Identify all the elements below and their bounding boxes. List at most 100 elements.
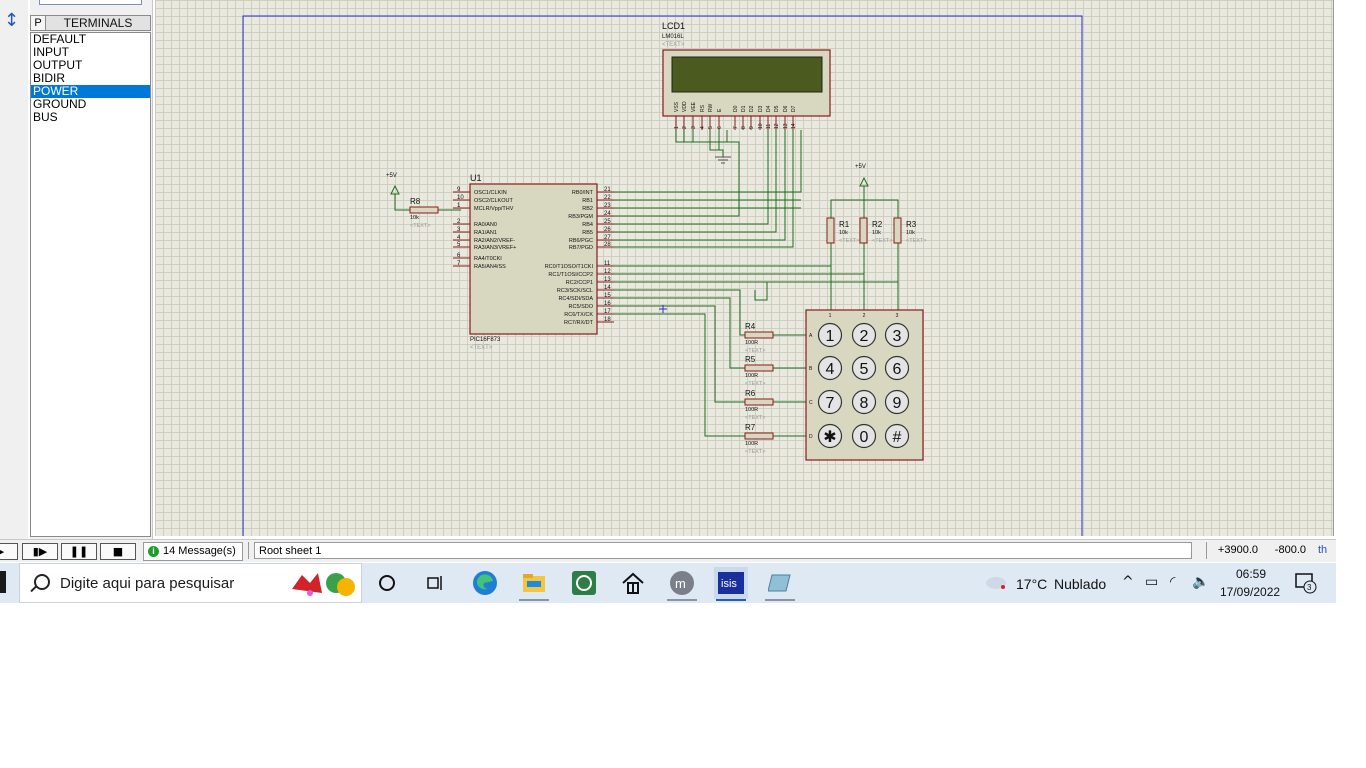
mcu-pin-number: 7 <box>457 261 461 267</box>
keypad-key[interactable]: 5 <box>851 355 877 381</box>
weather-description[interactable]: Nublado <box>1054 576 1107 592</box>
mcu-pin-number: 18 <box>604 317 611 323</box>
keypad-key[interactable]: # <box>884 423 910 449</box>
svg-text:✱: ✱ <box>823 429 836 446</box>
lcd-pin-number: 3 <box>691 126 697 129</box>
terminal-item-power[interactable]: POWER <box>31 85 150 98</box>
volume-icon[interactable]: 🔈 <box>1192 574 1210 590</box>
mcu-pin-name: RB5 <box>582 230 593 236</box>
svg-text:R3: R3 <box>906 220 917 229</box>
lcd-component[interactable]: LCD1 LM016L <TEXT> VSS1VDD2VEE3RS4RW5E6D… <box>662 21 831 130</box>
status-bar: ▶ ▮▶ ❚❚ ■ i14 Message(s) Root sheet 1 +3… <box>0 539 1336 562</box>
power-terminal-1[interactable]: +5V <box>386 173 400 195</box>
wifi-icon[interactable]: ◜ <box>1170 574 1176 590</box>
terminals-list[interactable]: DEFAULT INPUT OUTPUT BIDIR POWER GROUND … <box>30 32 151 537</box>
left-toolbar: ↕ <box>0 0 28 540</box>
lcd-pin-name: D0 <box>733 105 739 112</box>
mcu-pin-number: 25 <box>604 219 611 225</box>
keypad-key[interactable]: ✱ <box>817 423 843 449</box>
lcd-pin-name: D7 <box>791 105 797 112</box>
pick-button[interactable]: P <box>30 15 46 31</box>
terminal-item-bus[interactable]: BUS <box>33 110 58 124</box>
mcu-pin-number: 26 <box>604 227 611 233</box>
mcu-pin-number: 16 <box>604 301 611 307</box>
cortana-icon[interactable] <box>370 567 404 599</box>
file-explorer-icon[interactable] <box>517 567 551 601</box>
clock-time[interactable]: 06:59 <box>1236 567 1267 581</box>
keypad-key[interactable]: 6 <box>884 355 910 381</box>
power-terminal-2[interactable]: +5V <box>855 164 869 187</box>
resize-arrow-icon[interactable]: ↕ <box>4 10 20 31</box>
terminal-item-input[interactable]: INPUT <box>33 45 69 59</box>
terminal-item-bidir[interactable]: BIDIR <box>33 71 66 85</box>
isis-icon[interactable]: isis <box>714 567 748 601</box>
svg-text:<TEXT>: <TEXT> <box>745 381 765 387</box>
keypad-col-label: 3 <box>896 313 899 319</box>
mcu-pin-number: 21 <box>604 187 611 193</box>
stop-button[interactable]: ■ <box>100 543 136 560</box>
coord-y-readout: -800.0 <box>1274 544 1306 556</box>
svg-text:<TEXT>: <TEXT> <box>410 223 430 229</box>
lcd-pin-name: D6 <box>783 105 789 112</box>
taskbar-search[interactable]: Digite aqui para pesquisar <box>19 563 362 603</box>
chevron-up-icon[interactable]: ^ <box>1122 574 1134 590</box>
svg-text:0: 0 <box>860 429 869 446</box>
keypad-key[interactable]: 3 <box>884 322 910 348</box>
clock-date[interactable]: 17/09/2022 <box>1220 585 1281 599</box>
keypad-key[interactable]: 0 <box>851 423 877 449</box>
terminal-item-ground[interactable]: GROUND <box>33 97 87 111</box>
home-app-icon[interactable] <box>616 567 650 599</box>
weather-temperature[interactable]: 17°C <box>1016 576 1048 592</box>
mcu-pin-name: RA4/T0CKI <box>474 256 502 262</box>
lcd-text: <TEXT> <box>662 42 685 48</box>
notes-app-icon[interactable] <box>763 567 797 601</box>
mcu-pin-name: RC2/CCP1 <box>566 280 593 286</box>
messages-count: 14 Message(s) <box>163 545 236 557</box>
pause-button[interactable]: ❚❚ <box>61 543 97 560</box>
keypad-key[interactable]: 1 <box>817 322 843 348</box>
lcd-pin-number: 14 <box>791 123 797 129</box>
whatsapp-icon[interactable] <box>567 567 601 599</box>
lcd-pin-name: E <box>717 108 723 112</box>
unit-readout[interactable]: th <box>1318 544 1328 556</box>
edge-icon[interactable] <box>468 567 502 599</box>
keypad-row-label: D <box>809 434 813 440</box>
mcu-pin-name: RC4/SDI/SDA <box>558 296 593 302</box>
play-button[interactable]: ▶ <box>0 543 18 560</box>
terminal-item-output[interactable]: OUTPUT <box>33 58 83 72</box>
lcd-pin-number: 8 <box>741 126 747 129</box>
m-app-icon[interactable]: m <box>665 567 699 601</box>
svg-text:100R: 100R <box>745 441 758 447</box>
terminal-item-default[interactable]: DEFAULT <box>33 32 87 46</box>
keypad-key[interactable]: 8 <box>851 389 877 415</box>
svg-text:m: m <box>675 576 686 591</box>
search-placeholder: Digite aqui para pesquisar <box>60 575 235 592</box>
keypad-key[interactable]: 4 <box>817 355 843 381</box>
battery-icon[interactable]: ▭ <box>1145 574 1159 590</box>
keypad-key[interactable]: 7 <box>817 389 843 415</box>
step-button[interactable]: ▮▶ <box>22 543 58 560</box>
svg-text:<TEXT>: <TEXT> <box>745 415 765 421</box>
keypad-key[interactable]: 9 <box>884 389 910 415</box>
task-view-icon[interactable] <box>418 567 452 599</box>
mcu-part: PIC16F873 <box>470 337 501 343</box>
lcd-pin-name: RS <box>700 104 706 112</box>
notifications-icon[interactable]: 3 <box>1294 571 1318 595</box>
keypad-key[interactable]: 2 <box>851 322 877 348</box>
mcu-pin-number: 11 <box>604 261 611 267</box>
start-button[interactable] <box>0 571 6 593</box>
svg-text:R2: R2 <box>872 220 883 229</box>
lcd-pin-number: 13 <box>783 123 789 129</box>
